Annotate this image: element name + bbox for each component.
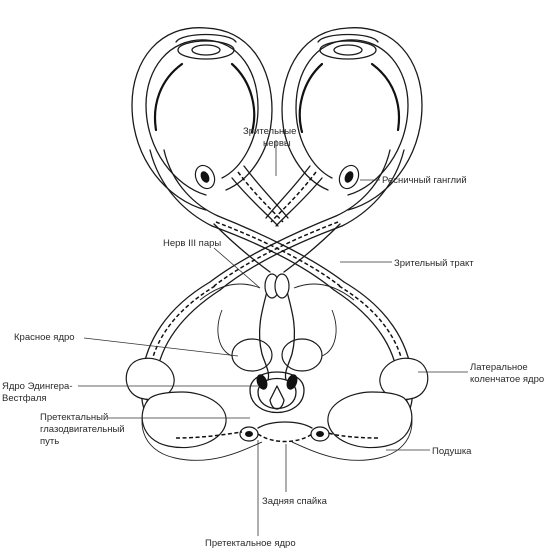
label-edinger-line1: Ядро Эдингера- (2, 381, 73, 392)
label-pulvinar: Подушка (432, 446, 472, 457)
label-lgn-line1: Латеральное (470, 362, 528, 373)
label-posterior-commissure: Задняя спайка (262, 496, 328, 507)
oculomotor-nerve-iii (213, 223, 341, 381)
label-pretectal-path-line2: глазодвигательный (40, 424, 125, 435)
leader-lines (78, 140, 468, 536)
label-optic-nerves-line2: нервы (263, 138, 291, 149)
label-pretectal-path-line1: Претектальный (40, 412, 108, 423)
posterior-commissure-path (257, 433, 313, 443)
label-edinger-line2: Вестфаля (2, 393, 47, 404)
label-optic-nerves-line1: Зрительные (243, 126, 296, 137)
right-eye (281, 27, 423, 211)
label-pretectal-nucleus: Претектальное ядро (205, 538, 296, 549)
left-eye (131, 27, 273, 211)
optic-nerves-chiasm (149, 149, 405, 291)
label-optic-tract: Зрительный тракт (394, 258, 474, 269)
ciliary-ganglion-left (194, 164, 216, 190)
pulvinar-right (327, 391, 413, 449)
red-nucleus-right (281, 338, 323, 372)
ciliary-ganglion-right (338, 164, 360, 190)
label-lgn-line2: коленчатое ядро (470, 374, 544, 385)
label-ciliary-ganglion: Ресничный ганглий (382, 175, 467, 186)
label-red-nucleus: Красное ядро (14, 332, 75, 343)
label-pretectal-path-line3: путь (40, 436, 59, 447)
pulvinar-left (141, 391, 227, 449)
pretectal-nucleus-right (310, 426, 330, 442)
label-nerve-iii: Нерв III пары (163, 238, 221, 249)
midbrain-center (249, 371, 305, 413)
pretectal-nucleus-left (239, 426, 259, 442)
